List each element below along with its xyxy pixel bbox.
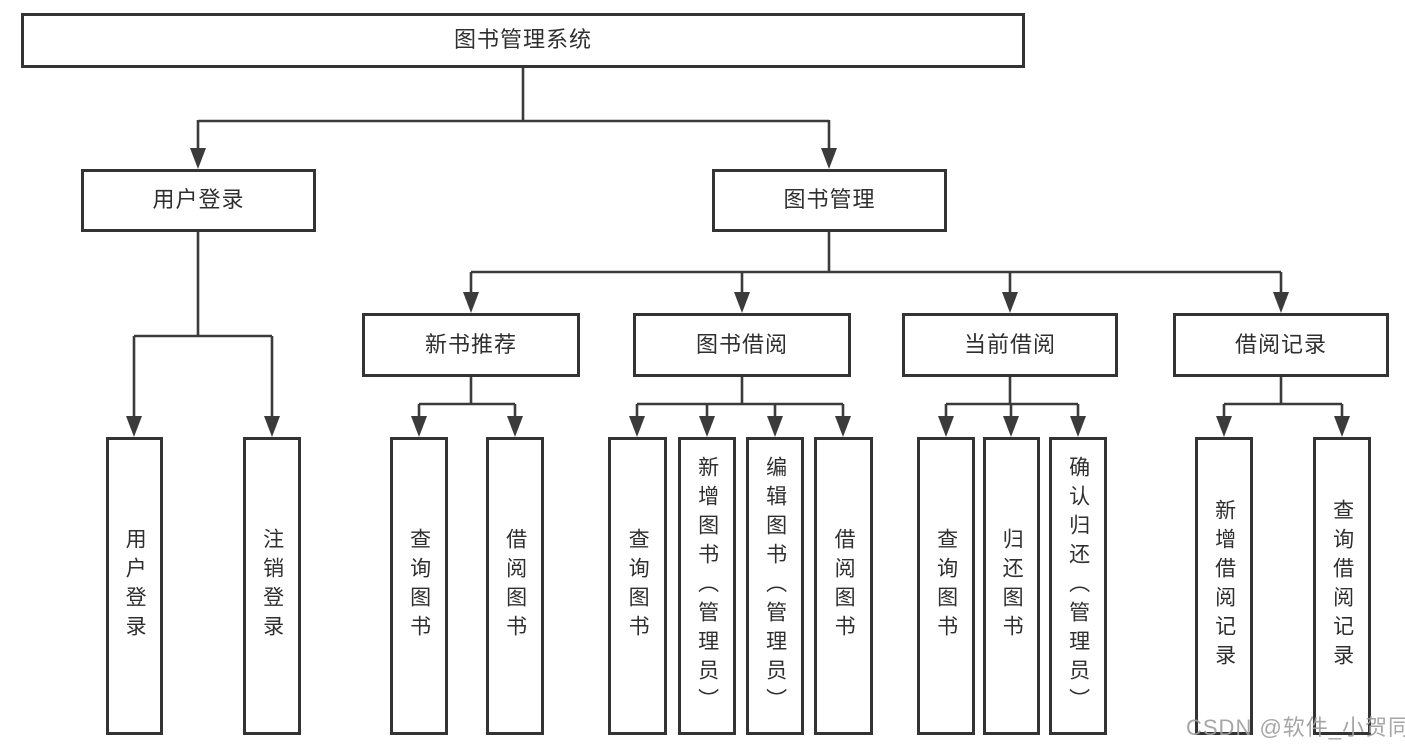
node-new-book-recommend: 新书推荐 bbox=[362, 313, 580, 377]
node-edit-book-admin: 编辑图书（管理员） bbox=[746, 437, 804, 735]
node-borrow-books-leaf: 借阅图书 bbox=[814, 437, 873, 735]
node-library-system: 图书管理系统 bbox=[21, 13, 1025, 68]
node-query-books-recommend: 查询图书 bbox=[390, 437, 448, 735]
node-confirm-return-admin: 确认归还（管理员） bbox=[1049, 437, 1107, 735]
node-add-book-admin: 新增图书（管理员） bbox=[678, 437, 736, 735]
node-borrow-books-recommend: 借阅图书 bbox=[486, 437, 544, 735]
node-add-borrow-record: 新增借阅记录 bbox=[1195, 437, 1253, 735]
node-query-books-borrow: 查询图书 bbox=[608, 437, 667, 735]
node-query-borrow-record: 查询借阅记录 bbox=[1313, 437, 1371, 735]
node-borrow-records: 借阅记录 bbox=[1173, 313, 1389, 377]
node-book-management: 图书管理 bbox=[712, 169, 947, 232]
node-query-books-current: 查询图书 bbox=[917, 437, 975, 735]
node-book-borrow: 图书借阅 bbox=[633, 313, 851, 377]
node-user-login-group: 用户登录 bbox=[81, 169, 316, 232]
node-return-book: 归还图书 bbox=[983, 437, 1040, 735]
csdn-watermark: CSDN @软件_小贺同学 bbox=[1186, 715, 1405, 740]
node-current-borrow: 当前借阅 bbox=[902, 313, 1118, 377]
node-user-login-leaf: 用户登录 bbox=[106, 437, 163, 735]
node-logout: 注销登录 bbox=[243, 437, 301, 735]
